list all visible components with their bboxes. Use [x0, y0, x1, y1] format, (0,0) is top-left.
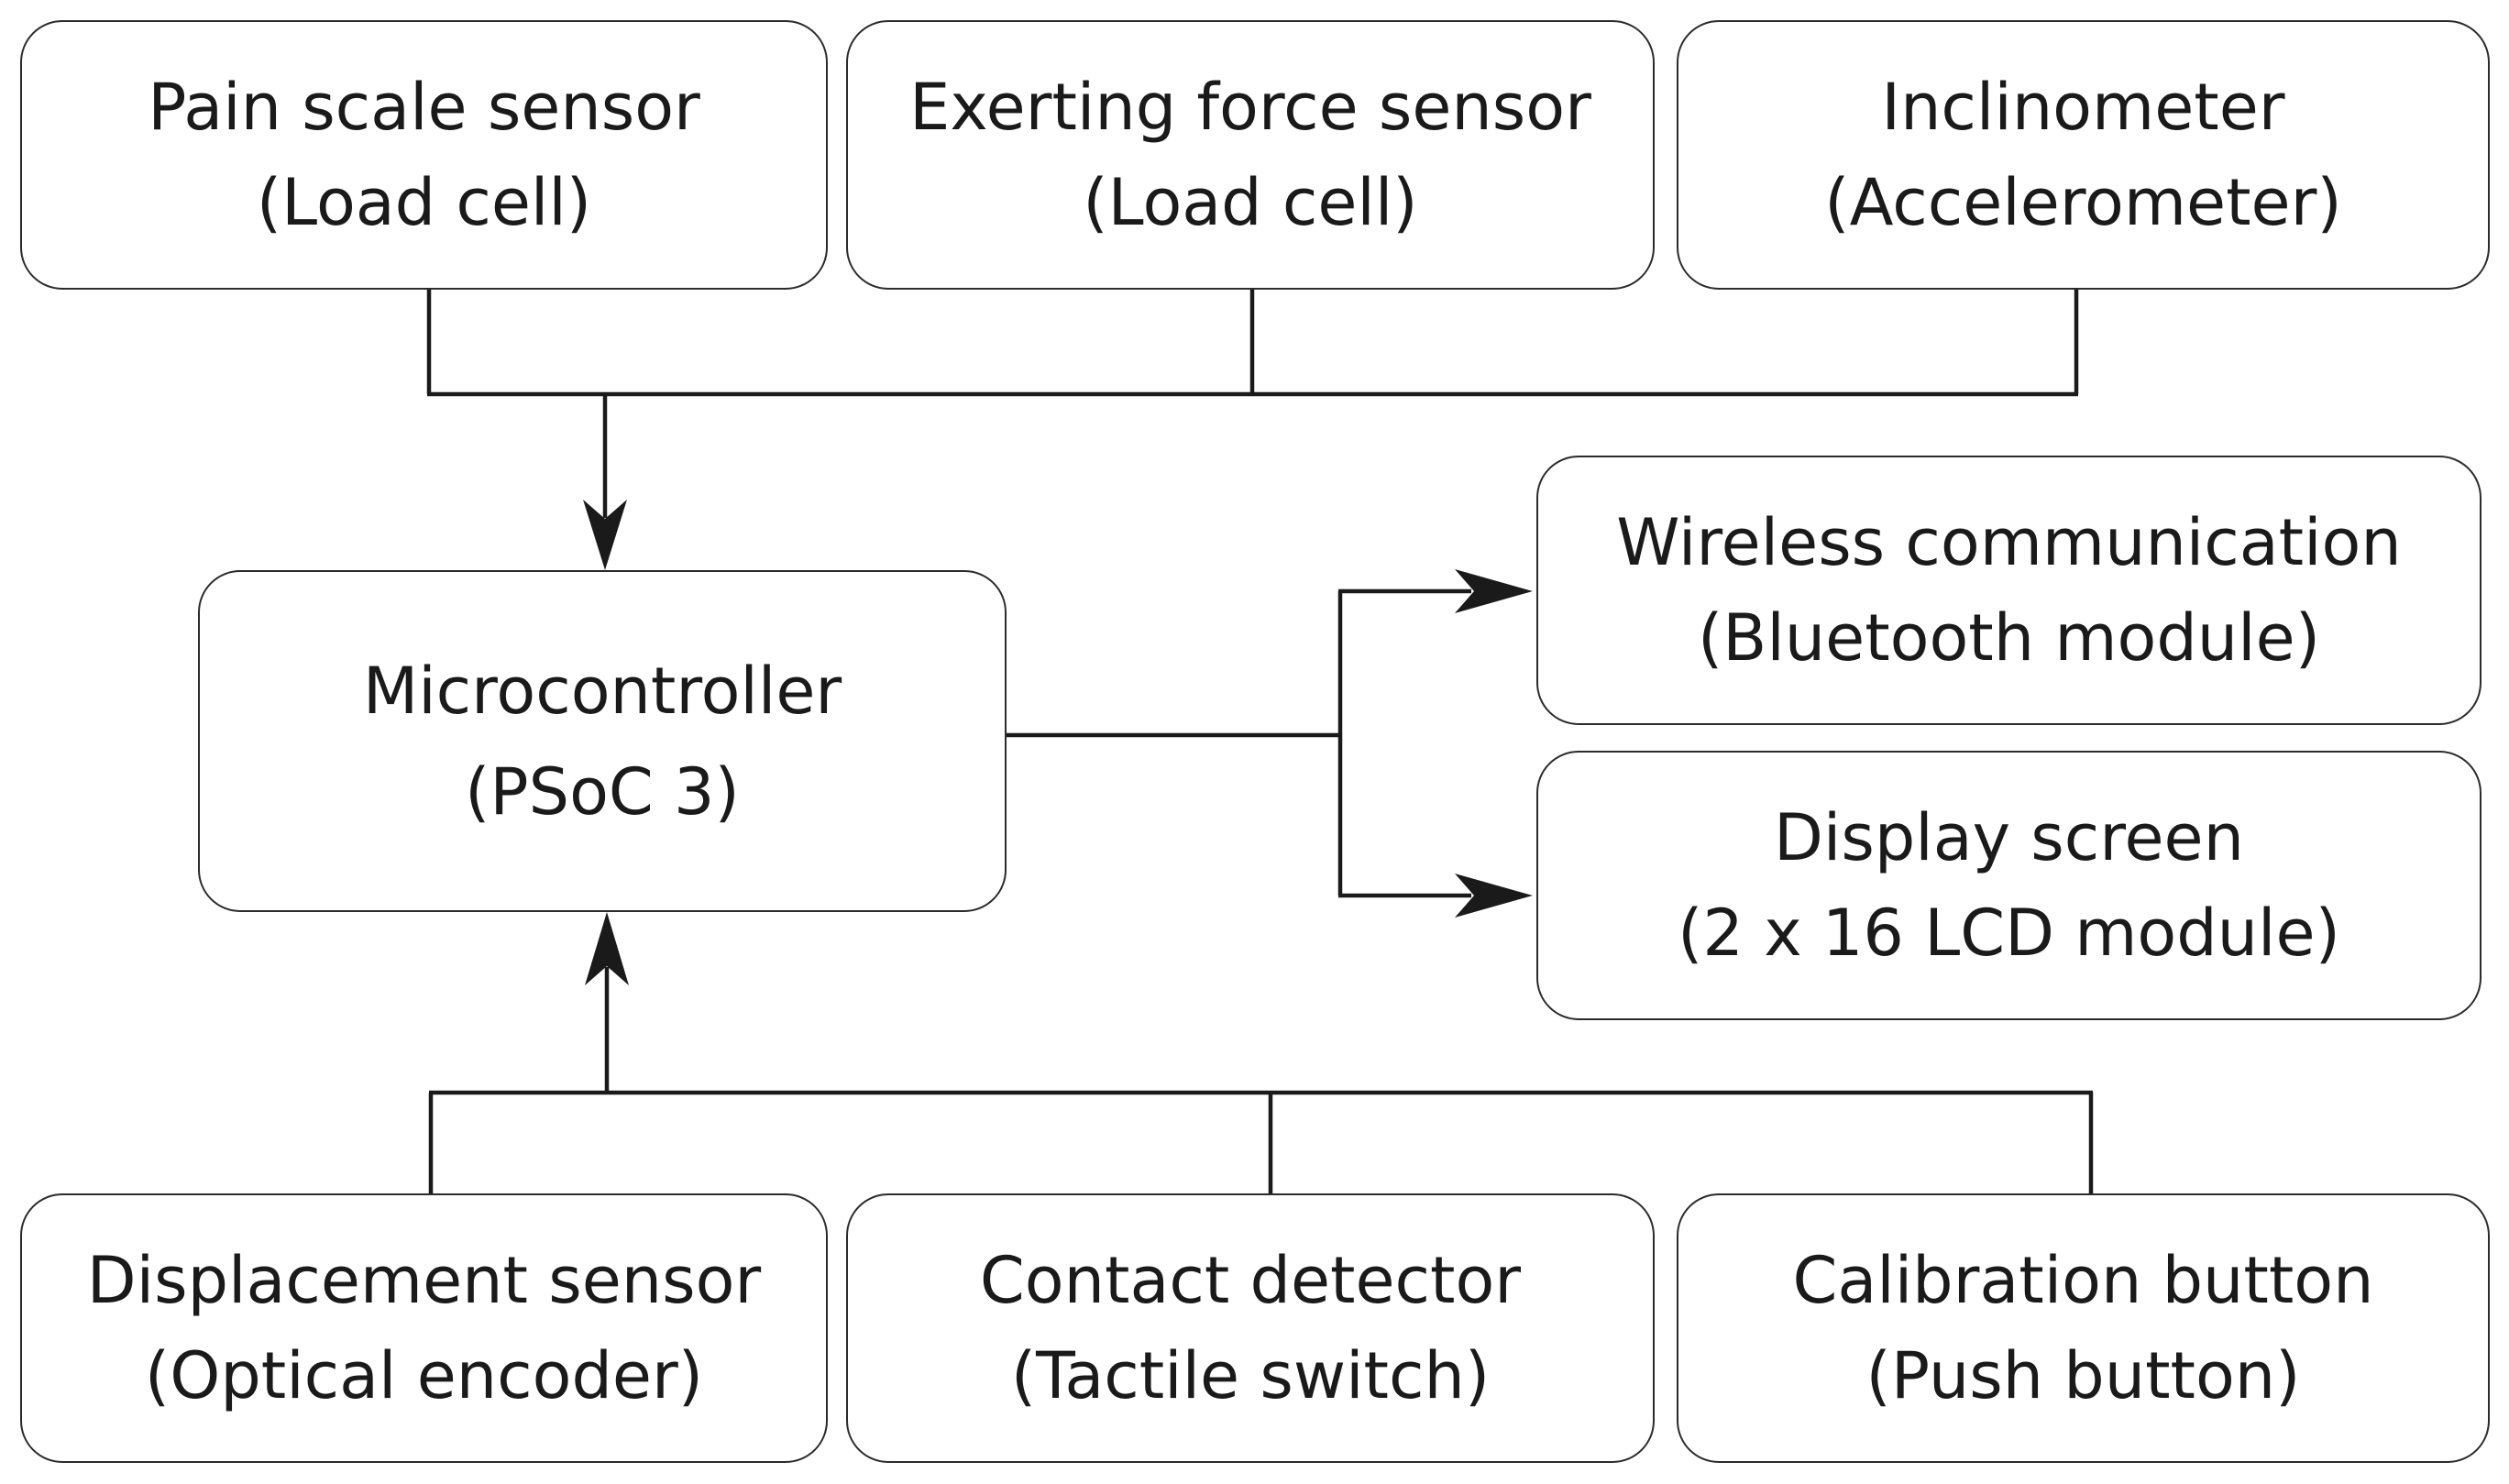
wireless-arrowhead: [1455, 569, 1533, 613]
inclinometer-title: Inclinometer: [1881, 70, 2285, 145]
contact-detector-block: Contact detector (Tactile switch): [846, 1193, 1655, 1463]
exerting-force-sensor-block: Exerting force sensor (Load cell): [846, 20, 1655, 290]
bottom-bus-arrowhead: [585, 912, 629, 985]
calibration-button-subtitle: (Push button): [1865, 1338, 2301, 1413]
calibration-button-block: Calibration button (Push button): [1677, 1193, 2490, 1463]
microcontroller-block: Microcontroller (PSoC 3): [198, 570, 1007, 912]
displacement-sensor-block: Displacement sensor (Optical encoder): [20, 1193, 828, 1463]
top-sensor-bus: [426, 290, 2079, 518]
display-screen-subtitle: (2 x 16 LCD module): [1678, 896, 2340, 971]
displacement-sensor-title: Displacement sensor: [86, 1243, 762, 1318]
calibration-button-title: Calibration button: [1792, 1243, 2374, 1318]
displacement-sensor-subtitle: (Optical encoder): [144, 1338, 704, 1413]
microcontroller-title: Microcontroller: [362, 653, 842, 729]
top-bus-arrowhead: [583, 500, 627, 570]
mcu-output-lines: [1005, 588, 1471, 898]
inclinometer-block: Inclinometer (Accelerometer): [1677, 20, 2490, 290]
display-screen-title: Display screen: [1774, 800, 2244, 875]
contact-detector-subtitle: (Tactile switch): [1010, 1338, 1491, 1413]
wireless-communication-title: Wireless communication: [1616, 505, 2402, 580]
wireless-communication-block: Wireless communication (Bluetooth module…: [1536, 456, 2481, 725]
exerting-force-sensor-subtitle: (Load cell): [1083, 165, 1418, 240]
contact-detector-title: Contact detector: [979, 1243, 1522, 1318]
exerting-force-sensor-title: Exerting force sensor: [909, 70, 1591, 145]
display-screen-block: Display screen (2 x 16 LCD module): [1536, 751, 2481, 1020]
bottom-input-bus: [428, 967, 2094, 1197]
pain-scale-sensor-title: Pain scale sensor: [148, 70, 700, 145]
microcontroller-subtitle: (PSoC 3): [465, 753, 740, 830]
pain-scale-sensor-subtitle: (Load cell): [256, 165, 592, 240]
inclinometer-subtitle: (Accelerometer): [1824, 165, 2342, 240]
wireless-communication-subtitle: (Bluetooth module): [1697, 600, 2320, 676]
pain-scale-sensor-block: Pain scale sensor (Load cell): [20, 20, 828, 290]
display-arrowhead: [1455, 874, 1533, 918]
